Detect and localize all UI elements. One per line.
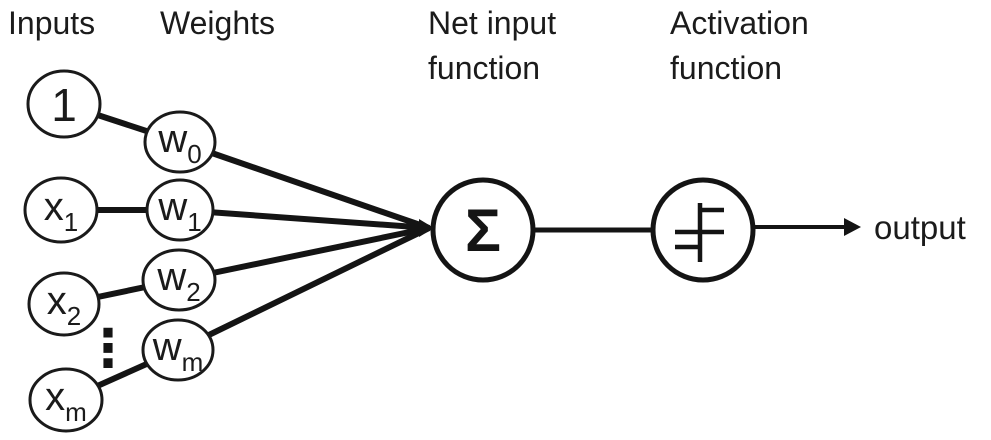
w2-subscript: 2 [186,277,200,307]
edge-w1-sum [179,207,430,231]
header-net-input-line2: function [428,50,540,86]
weight-node-wm-label: wm [152,325,204,377]
output-label: output [874,209,966,246]
sum-circle [430,177,536,283]
input-node-bias [26,69,102,139]
input-node-x1-label: x1 [44,185,78,237]
input-node-xm [28,367,104,433]
sum-input-arrowhead-icon [419,219,434,237]
input-node-x2-label: x2 [47,279,81,331]
weight-node-w1-label: w1 [157,185,201,237]
weight-node-w2-label: w2 [156,255,200,307]
x1-subscript: 1 [64,207,78,237]
header-activation-line2: function [670,50,782,86]
input-node-x2 [27,271,101,337]
header-net-input-line1: Net input [428,5,556,41]
weight-node-w1 [145,178,215,242]
activation-node [650,177,756,283]
x2-base: x [47,279,67,323]
header-weights: Weights [160,5,275,41]
x2-subscript: 2 [67,301,81,331]
weight-node-w2 [141,248,217,312]
edge-w2-sum [178,225,430,283]
w1-base: w [157,185,187,229]
wm-base: w [152,325,182,369]
w1-subscript: 1 [187,207,201,237]
xm-subscript: m [65,397,87,427]
w0-base: w [157,117,187,161]
edge-wm-sum [176,225,431,353]
edge-w0-sum [179,139,430,231]
output-arrowhead-icon [844,218,861,236]
weight-node-w0 [143,110,217,174]
x1-base: x [44,185,64,229]
weight-layer: w0 w1 w2 wm [141,110,217,382]
input-layer: 1 x1 x2 xm ⋮ [23,69,134,433]
column-headers: Inputs Weights Net input function Activa… [8,5,809,86]
input-node-bias-label: 1 [51,79,77,131]
w2-base: w [156,255,186,299]
input-node-xm-label: xm [45,375,87,427]
step-function-icon [675,203,724,262]
input-node-x1 [23,176,99,244]
header-activation-line1: Activation [670,5,809,41]
output-arrow [753,218,861,236]
weight-node-wm [141,318,215,382]
input-ellipsis: ⋮ [82,319,134,379]
xm-base: x [45,375,65,419]
w0-subscript: 0 [187,139,201,169]
weight-node-w0-label: w0 [157,117,201,169]
sigma-symbol: Σ [465,197,501,264]
wm-subscript: m [182,347,204,377]
net-input-node: Σ [430,177,536,283]
header-inputs: Inputs [8,5,95,41]
